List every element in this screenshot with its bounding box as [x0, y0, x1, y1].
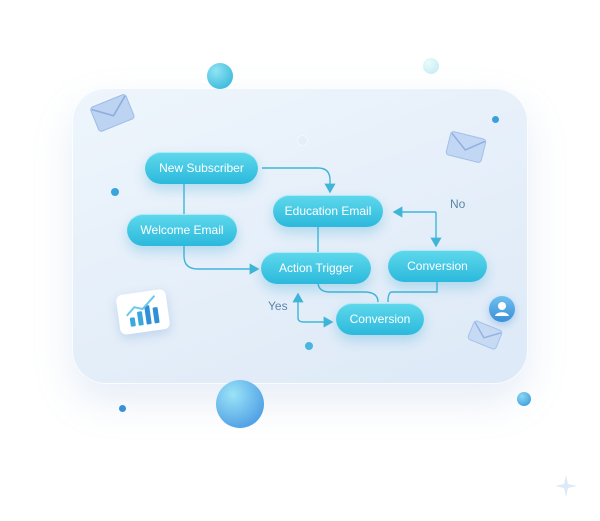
decorative-orb: [207, 63, 233, 89]
decorative-orb: [216, 380, 264, 428]
node-welcome-email[interactable]: Welcome Email: [127, 214, 237, 246]
node-conversion-right[interactable]: Conversion: [388, 250, 487, 282]
user-icon: [489, 296, 515, 322]
decorative-orb: [298, 136, 307, 145]
decorative-orb: [492, 116, 499, 123]
bar-chart-card: [115, 288, 171, 336]
node-action-trigger[interactable]: Action Trigger: [261, 252, 371, 284]
decorative-orb: [517, 392, 531, 406]
decorative-orb: [423, 58, 439, 74]
decorative-orb: [119, 405, 126, 412]
decorative-orb: [111, 188, 119, 196]
envelope-icon: [90, 94, 135, 132]
edge-label-yes: Yes: [268, 299, 288, 313]
envelope-icon: [467, 320, 503, 350]
sparkle-icon: [555, 475, 577, 497]
node-education-email[interactable]: Education Email: [273, 195, 383, 227]
envelope-icon: [445, 131, 487, 163]
edge-label-no: No: [450, 197, 466, 211]
bar-chart-icon: [126, 295, 160, 327]
decorative-orb: [305, 342, 313, 350]
node-conversion-bottom[interactable]: Conversion: [336, 303, 424, 335]
node-new-subscriber[interactable]: New Subscriber: [145, 152, 258, 184]
